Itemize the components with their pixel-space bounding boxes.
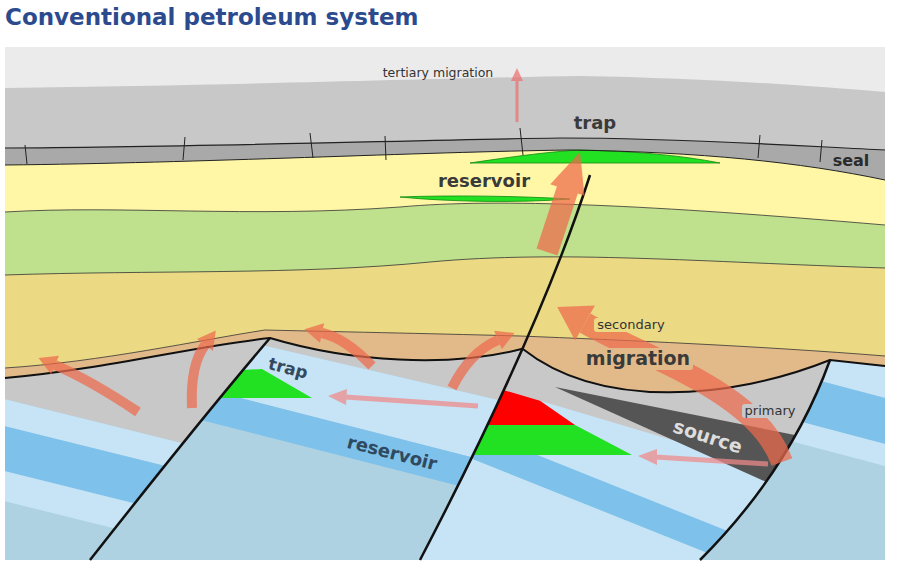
seal-label: seal	[833, 152, 870, 170]
seal-top-line	[5, 138, 885, 150]
arrow-head	[328, 389, 347, 405]
migration-note: tertiary migration	[383, 66, 494, 80]
fracture	[758, 135, 760, 158]
arrow-head	[304, 323, 324, 343]
arrow-shaft	[516, 80, 519, 122]
reservoir-label: reservoir	[438, 171, 530, 192]
arrow-shaft	[585, 323, 782, 462]
arrow-shaft	[55, 365, 138, 412]
migration-note: primary	[742, 404, 799, 419]
arrow-head	[511, 68, 523, 81]
fracture	[520, 128, 523, 155]
reservoir-lens	[400, 196, 570, 202]
arrow-head	[39, 356, 59, 374]
arrow-head	[494, 331, 514, 349]
diagram-title: Conventional petroleum system	[5, 4, 418, 30]
fault-line	[420, 175, 590, 560]
gas-accumulation	[460, 377, 575, 425]
arrow-shaft	[322, 333, 372, 366]
arrow-shaft	[547, 188, 568, 252]
arrow-shaft	[452, 340, 498, 388]
migration-label: migration	[583, 348, 693, 370]
arrow-shaft	[345, 397, 478, 406]
unconformity-line	[5, 338, 885, 392]
arrow-head	[638, 449, 657, 465]
fracture	[310, 133, 313, 158]
fracture	[385, 136, 386, 160]
migration-arrows	[39, 68, 783, 465]
layer-line	[5, 203, 885, 225]
arrow-head	[550, 152, 584, 196]
fracture	[820, 140, 822, 162]
arrow-shaft	[655, 457, 768, 464]
seal-fractures	[25, 128, 822, 164]
arrow-head	[557, 306, 595, 341]
trap-label: trap	[574, 113, 617, 134]
fracture	[25, 145, 27, 164]
arrow-shaft	[192, 345, 205, 408]
migration-note: secondary	[594, 318, 667, 333]
fault-line	[90, 338, 270, 560]
fracture	[183, 137, 185, 160]
upper-trap-accumulation	[470, 150, 720, 163]
layer-line	[5, 257, 885, 275]
arrow-head	[197, 331, 216, 351]
